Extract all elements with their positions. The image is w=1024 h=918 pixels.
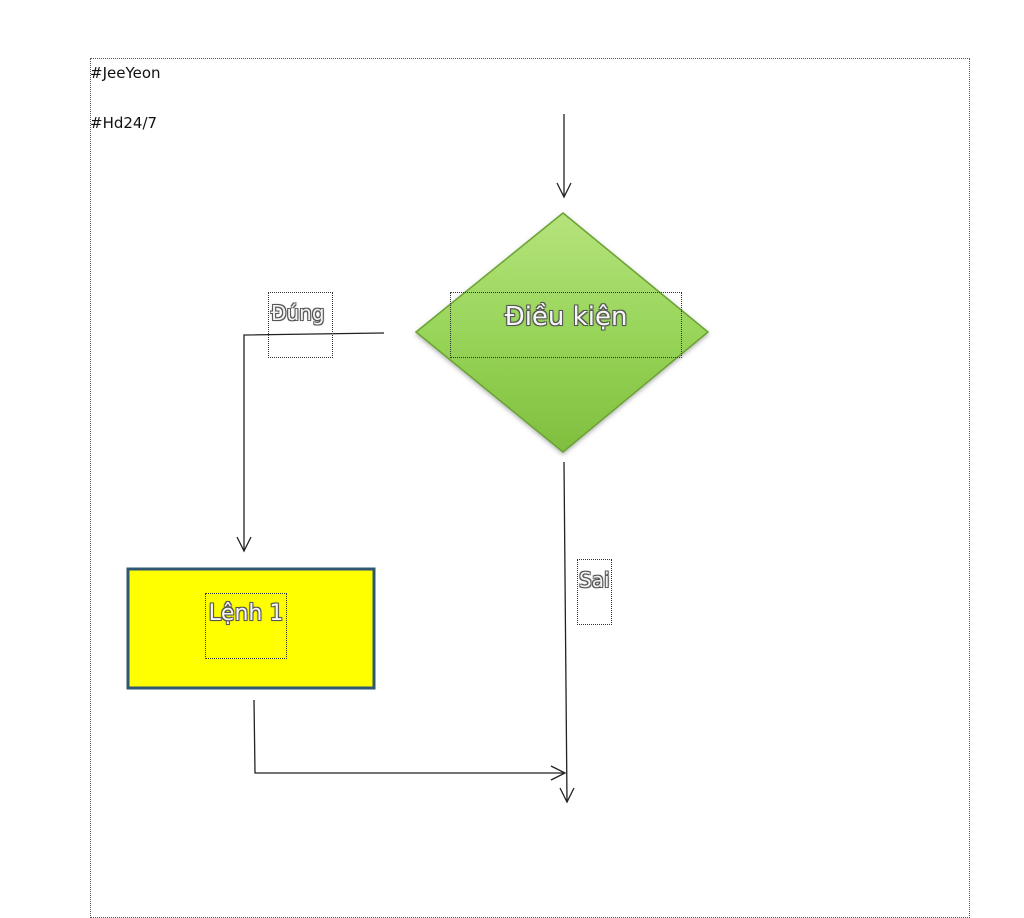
false-branch-label: Sai	[577, 559, 612, 625]
merge-connector	[253, 699, 567, 781]
statement-box	[126, 567, 376, 690]
statement-label: Lệnh 1	[205, 593, 287, 659]
hashtag-hd24-7: #Hd24/7	[90, 114, 158, 132]
true-branch-label: Đúng	[268, 292, 333, 358]
decision-label: Điều kiện	[450, 292, 682, 358]
hashtag-jeeyeon: #JeeYeon	[90, 64, 161, 82]
entry-arrow	[556, 114, 572, 199]
false-branch-connector	[559, 461, 575, 804]
true-branch-connector	[236, 332, 385, 553]
